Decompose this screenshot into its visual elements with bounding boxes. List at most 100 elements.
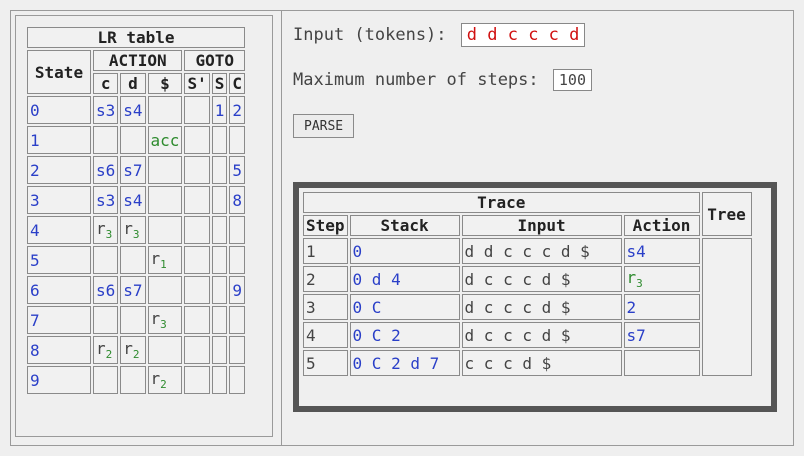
tokens-row: Input (tokens): d d c c c d [293,23,586,47]
lr-cell [120,246,146,274]
action-col-header: $ [147,73,183,94]
lr-cell [229,126,245,154]
lr-cell: 2 [229,96,245,124]
lr-cell [229,306,245,334]
lr-row: 9 r2 [27,366,245,394]
lr-cell [211,246,228,274]
state-cell: 5 [27,246,91,274]
lr-cell: r1 [147,246,183,274]
steps-row: Maximum number of steps: 100 [293,69,592,91]
lr-cell [120,126,146,154]
state-cell: 6 [27,276,91,304]
lr-cell: s6 [93,276,119,304]
tokens-input[interactable]: d d c c c d [460,23,586,47]
trace-input: d d c c c d $ [461,238,622,264]
lr-cell [93,126,119,154]
trace-action [623,350,700,376]
lr-cell [211,216,228,244]
lr-cell: s3 [93,96,119,124]
lr-cell: r2 [147,366,183,394]
lr-row: 5 r1 [27,246,245,274]
state-cell: 8 [27,336,91,364]
trace-input: d c c c d $ [461,266,622,292]
state-cell: 3 [27,186,91,214]
state-header: State [27,50,91,94]
trace-title: Trace [303,192,700,213]
lr-cell [184,96,210,124]
trace-col-header: Input [461,215,622,236]
parser-panel: Input (tokens): d d c c c d Maximum numb… [281,10,794,446]
lr-cell: s6 [93,156,119,184]
lr-cell: r3 [93,216,119,244]
trace-step: 5 [303,350,348,376]
lr-cell [184,216,210,244]
lr-table-title: LR table [27,27,245,48]
goto-col-header: S' [184,73,210,94]
lr-cell [229,246,245,274]
goto-col-header: C [229,73,245,94]
state-cell: 2 [27,156,91,184]
lr-cell [229,216,245,244]
trace-step: 2 [303,266,348,292]
lr-cell [147,336,183,364]
action-col-header: d [120,73,146,94]
trace-col-header: Stack [349,215,460,236]
trace-step: 1 [303,238,348,264]
trace-step: 3 [303,294,348,320]
lr-cell [211,306,228,334]
lr-cell [147,96,183,124]
lr-cell: 5 [229,156,245,184]
lr-cell [184,186,210,214]
lr-cell [211,336,228,364]
trace-stack: 0 C [349,294,460,320]
lr-cell [184,156,210,184]
lr-cell: r3 [120,216,146,244]
trace-stack: 0 d 4 [349,266,460,292]
parse-button[interactable]: PARSE [293,114,355,138]
trace-stack: 0 C 2 [349,322,460,348]
state-cell: 7 [27,306,91,334]
goto-col-header: S [211,73,228,94]
trace-stack: 0 [349,238,460,264]
trace-action: 2 [623,294,700,320]
lr-cell: s4 [120,186,146,214]
state-cell: 1 [27,126,91,154]
goto-header: GOTO [184,50,245,71]
lr-cell [184,126,210,154]
lr-cell [93,306,119,334]
lr-cell [120,306,146,334]
action-col-header: c [93,73,119,94]
lr-cell [147,186,183,214]
trace-stack: 0 C 2 d 7 [349,350,460,376]
lr-cell [147,156,183,184]
steps-label: Maximum number of steps: [293,70,539,90]
lr-cell [120,366,146,394]
trace-action: r3 [623,266,700,292]
lr-cell [211,366,228,394]
tokens-label: Input (tokens): [293,25,447,45]
lr-cell [211,186,228,214]
max-steps-input[interactable]: 100 [552,69,592,91]
lr-cell [184,336,210,364]
lr-cell [147,276,183,304]
trace-input: c c c d $ [461,350,622,376]
lr-cell [184,366,210,394]
lr-cell [229,366,245,394]
lr-cell [184,246,210,274]
state-cell: 4 [27,216,91,244]
state-cell: 9 [27,366,91,394]
trace-col-header: Step [303,215,348,236]
